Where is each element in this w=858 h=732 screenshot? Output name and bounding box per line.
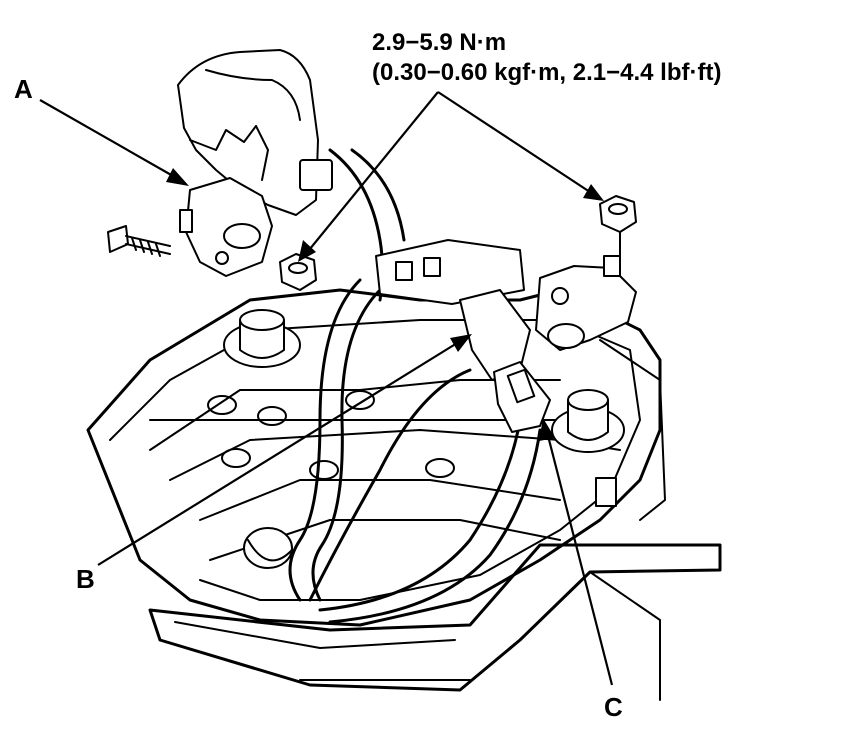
hold-down-bracket <box>148 543 722 701</box>
terminal-cover <box>177 49 333 216</box>
cable-harness <box>243 148 542 624</box>
torque-spec-line2: (0.30−0.60 kgf·m, 2.1−4.4 lbf·ft) <box>372 59 721 86</box>
callout-c: C <box>604 692 623 722</box>
torque-spec-line1: 2.9−5.9 N·m <box>372 29 506 56</box>
negative-post <box>223 309 301 368</box>
terminal-nut-negative <box>279 253 317 291</box>
positive-terminal <box>535 255 637 351</box>
battery-sensor <box>375 239 551 433</box>
callout-a: A <box>14 74 33 104</box>
terminal-nut-positive <box>599 195 637 259</box>
leader-lines <box>39 91 614 686</box>
negative-terminal <box>107 177 273 277</box>
positive-post <box>551 389 625 453</box>
callout-b: B <box>76 564 95 594</box>
